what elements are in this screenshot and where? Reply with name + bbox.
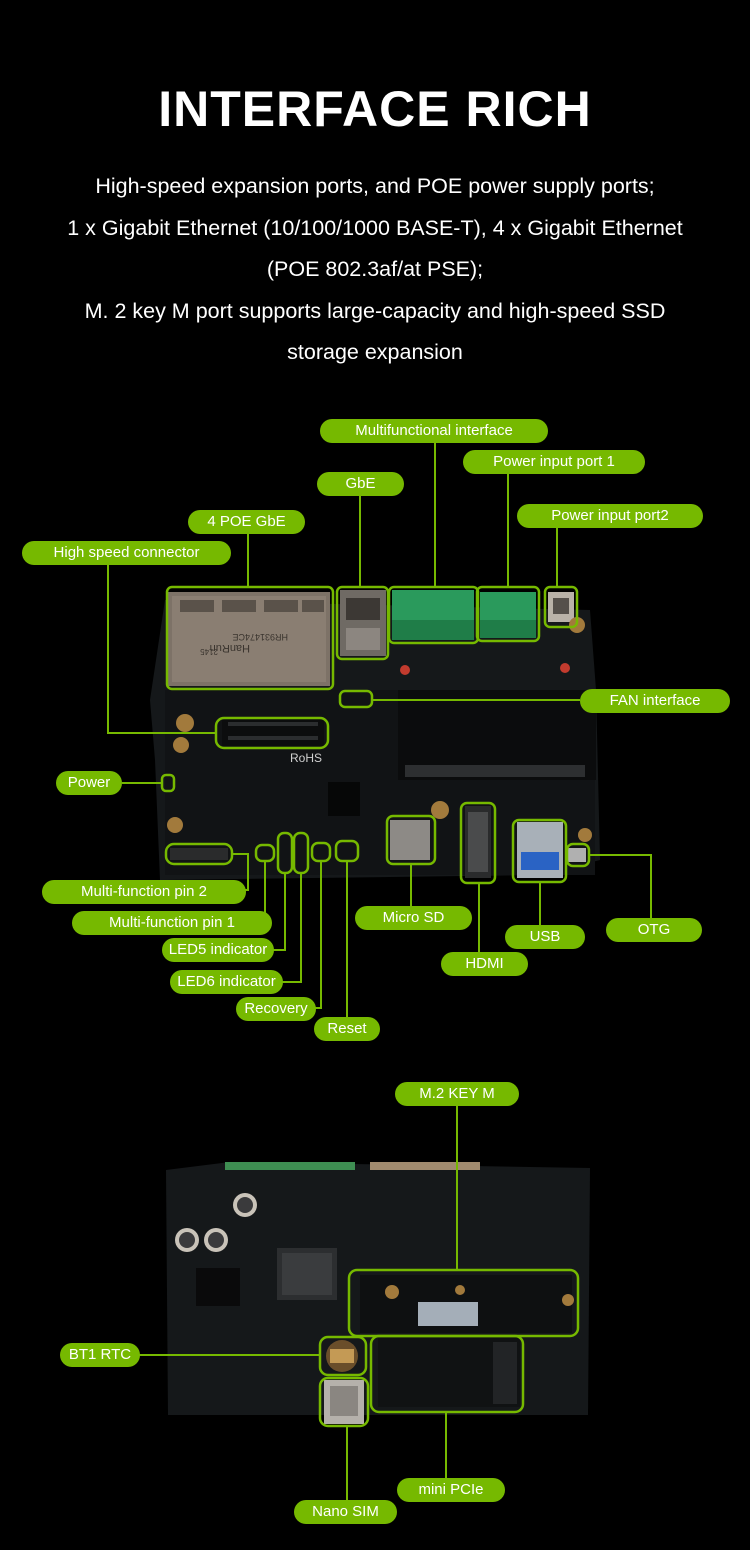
label-reset: Reset	[314, 1017, 380, 1041]
label-power: Power	[56, 771, 122, 795]
label-fan-interface: FAN interface	[580, 689, 730, 713]
part-number-text: HR931474CE	[232, 632, 288, 642]
description-line: (POE 802.3af/at PSE);	[266, 257, 484, 281]
label-led6-indicator: LED6 indicator	[170, 970, 283, 994]
label-multi-function-pin-1: Multi-function pin 1	[72, 911, 272, 935]
description-line: storage expansion	[287, 340, 463, 364]
label-m2-key-m: M.2 KEY M	[395, 1082, 519, 1106]
poe-ethernet-jacks: HanRun HR931474CE 2145	[168, 592, 330, 686]
label-power-input-port-2: Power input port2	[517, 504, 703, 528]
label-gbe: GbE	[317, 472, 404, 496]
label-bt1-rtc: BT1 RTC	[60, 1343, 140, 1367]
label-nano-sim: Nano SIM	[294, 1500, 397, 1524]
label-hdmi: HDMI	[441, 952, 528, 976]
terminal-blocks	[392, 590, 536, 640]
label-otg: OTG	[606, 918, 702, 942]
label-4-poe-gbe: 4 POE GbE	[188, 510, 305, 534]
date-code-text: 2145	[200, 647, 218, 656]
label-recovery: Recovery	[236, 997, 316, 1021]
hanrun-logo-text: HanRun	[210, 642, 250, 654]
label-micro-sd: Micro SD	[355, 906, 472, 930]
rohs-text: RoHS	[290, 751, 322, 765]
label-high-speed-connector: High speed connector	[22, 541, 231, 565]
description-line: High-speed expansion ports, and POE powe…	[95, 174, 655, 198]
label-power-input-port-1: Power input port 1	[463, 450, 645, 474]
label-usb: USB	[505, 925, 585, 949]
label-multifunctional-interface: Multifunctional interface	[320, 419, 548, 443]
label-mini-pcie: mini PCIe	[397, 1478, 505, 1502]
description-line: 1 x Gigabit Ethernet (10/100/1000 BASE-T…	[67, 215, 683, 240]
page-title: INTERFACE RICH	[158, 81, 592, 137]
label-led5-indicator: LED5 indicator	[162, 938, 274, 962]
description: High-speed expansion ports, and POE powe…	[0, 166, 750, 374]
label-multi-function-pin-2: Multi-function pin 2	[42, 880, 246, 904]
description-line: M. 2 key M port supports large-capacity …	[84, 298, 666, 323]
